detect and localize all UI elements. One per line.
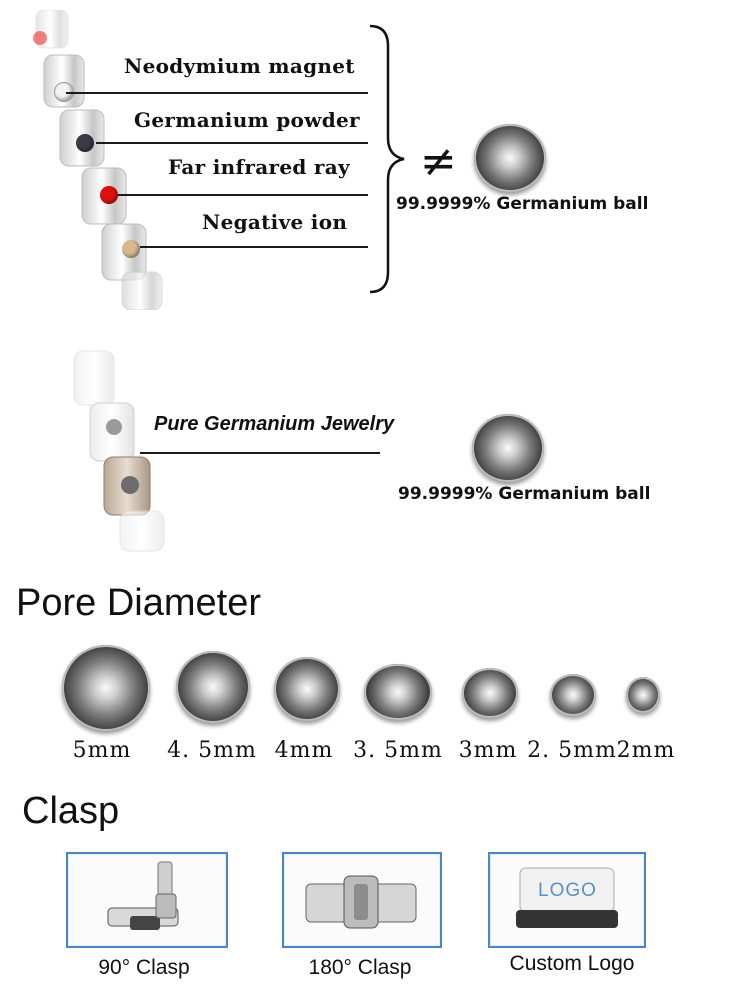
pore-size-label: 2mm <box>616 738 676 763</box>
bracelet-pure-image <box>60 345 190 555</box>
pure-germanium-label: Pure Germanium Jewelry <box>154 413 395 435</box>
pore-size-label: 3mm <box>458 738 518 763</box>
pore-diameter-title: Pore Diameter <box>16 582 261 624</box>
bracelet-multi-image <box>14 9 174 311</box>
bracelet-chain-graphic <box>33 9 163 311</box>
curly-brace-icon <box>369 24 405 294</box>
feature-label-far-infrared: Far infrared ray <box>168 155 350 179</box>
pore-ball-4mm <box>274 657 340 721</box>
feature-label-germanium-powder: Germanium powder <box>134 108 360 132</box>
feature-line <box>140 246 368 248</box>
logo-engraving: LOGO <box>538 880 597 901</box>
feature-line <box>66 92 368 94</box>
far-infrared-bead <box>100 186 118 204</box>
clasp-caption-90: 90° Clasp <box>98 956 190 979</box>
pore-ball-3-5mm <box>364 664 432 720</box>
clasp-180-graphic <box>305 875 417 929</box>
germanium-ball-image <box>472 414 544 482</box>
germanium-ball-caption: 99.9999% Germanium ball <box>396 194 649 214</box>
pore-ball-2mm <box>626 677 660 713</box>
pore-size-label: 2. 5mm <box>527 738 617 763</box>
pore-ball-4-5mm <box>176 651 250 723</box>
clasp-180-image <box>282 852 442 948</box>
clasp-logo-image: LOGO <box>488 852 646 948</box>
germanium-ball-image <box>474 124 546 192</box>
pore-ball-2-5mm <box>550 674 596 716</box>
bracelet-pure-graphic <box>73 350 165 552</box>
not-equal-icon: ≠ <box>420 136 457 187</box>
clasp-90-graphic <box>107 861 179 930</box>
clasp-caption-custom-logo: Custom Logo <box>509 952 635 975</box>
clasp-caption-180: 180° Clasp <box>308 956 412 979</box>
feature-line <box>96 142 368 144</box>
pore-size-label: 3. 5mm <box>353 738 443 763</box>
clasp-title: Clasp <box>22 790 120 832</box>
pore-size-label: 4. 5mm <box>167 738 257 763</box>
germanium-ball-caption: 99.9999% Germanium ball <box>398 484 651 504</box>
feature-label-negative-ion: Negative ion <box>202 210 348 234</box>
clasp-logo-graphic <box>516 867 618 928</box>
pore-ball-5mm <box>62 645 150 731</box>
negative-ion-bead <box>122 240 140 258</box>
pore-size-label: 5mm <box>72 738 132 763</box>
feature-label-neodymium: Neodymium magnet <box>124 54 355 78</box>
clasp-90-image <box>66 852 228 948</box>
feature-line <box>118 194 368 196</box>
pore-size-label: 4mm <box>274 738 334 763</box>
germanium-powder-bead <box>76 134 94 152</box>
pure-germanium-line <box>140 452 380 454</box>
pore-ball-3mm <box>462 668 518 718</box>
